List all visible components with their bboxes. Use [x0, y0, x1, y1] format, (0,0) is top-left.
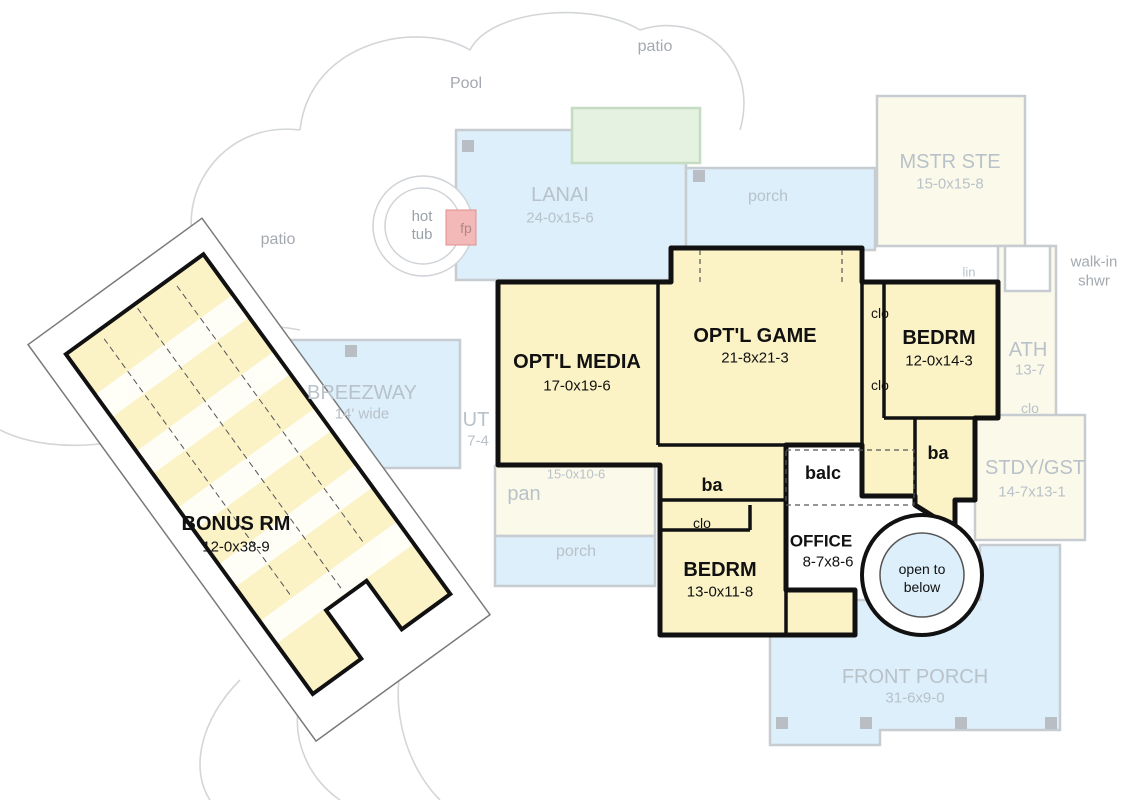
- pool-label: Pool: [449, 75, 483, 92]
- office-title: OFFICE: [789, 531, 853, 551]
- walkin-shower-area: [1003, 244, 1052, 293]
- bedroom-2-dim: 13-0x11-8: [686, 583, 754, 601]
- bonus-stripes: [96, 295, 413, 643]
- bedroom-2-title: BEDRM: [683, 559, 757, 581]
- patio-left-label: patio: [260, 231, 296, 248]
- porch-upper-label: porch: [747, 188, 789, 205]
- lanai-dim: 24-0x15-6: [526, 209, 594, 227]
- bonus-room-title: BONUS RM: [181, 513, 291, 535]
- upper-interior-walls: [656, 282, 998, 635]
- porch-lower-label: porch: [555, 543, 597, 560]
- main-upper-block: [495, 245, 1001, 638]
- bedroom-1-title: BEDRM: [902, 327, 976, 349]
- walkin-shower-label: walk-in shwr: [1070, 253, 1118, 289]
- fireplace-label: fp: [460, 220, 472, 236]
- front-porch-dim: 31-6x9-0: [885, 689, 945, 707]
- media-room-title: OPT'L MEDIA: [513, 351, 641, 373]
- master-suite-title: MSTR STE: [899, 151, 1001, 173]
- hot-tub-label: hot tub: [411, 208, 433, 243]
- fireplace-block: [445, 209, 477, 246]
- lower-floor: [213, 94, 1087, 747]
- spiral-stair: [860, 513, 984, 637]
- bath-left-label: ba: [701, 475, 723, 495]
- utility-partial-dim: 7-4: [467, 432, 489, 450]
- bath-partial-title: ATH: [1008, 339, 1048, 361]
- pantry-partial-title: pan: [507, 483, 541, 505]
- upper-floor: [495, 245, 1001, 638]
- media-room-dim: 17-0x19-6: [543, 377, 611, 395]
- closet-lower-label: clo: [871, 377, 889, 393]
- porch-upper-area: [684, 166, 877, 252]
- bonus-ridge: [103, 285, 366, 598]
- lanai-title: LANAI: [531, 184, 589, 206]
- game-room-dim: 21-8x21-3: [721, 349, 789, 367]
- study-area: [973, 413, 1087, 542]
- study-closet-label: clo: [1021, 400, 1039, 416]
- office-dim: 8-7x8-6: [802, 553, 854, 571]
- breezeway-title: BREEZWAY: [306, 382, 418, 404]
- study-title: STDY/GST: [984, 457, 1086, 479]
- closet-upper-label: clo: [871, 305, 889, 321]
- bonus-wing: [26, 217, 492, 743]
- game-room-title: OPT'L GAME: [693, 325, 817, 347]
- breezeway-dim: 14' wide: [334, 405, 390, 423]
- master-suite-area: [875, 94, 1027, 248]
- bedroom-2-closet-label: clo: [693, 515, 711, 531]
- bath-right-label: ba: [927, 443, 949, 463]
- bedroom-1-dim: 12-0x14-3: [905, 352, 973, 370]
- bath-partial-dim: 13-7: [1014, 361, 1046, 379]
- balcony-label: balc: [804, 463, 842, 483]
- pantry-partial-dim: 15-0x10-6: [546, 466, 606, 482]
- study-dim: 14-7x13-1: [998, 483, 1066, 501]
- master-suite-dim: 15-0x15-8: [916, 175, 984, 193]
- linen-label: lin: [962, 264, 976, 280]
- patio-top-label: patio: [637, 38, 673, 55]
- bonus-room-dim: 12-0x38-9: [202, 538, 270, 556]
- utility-partial-title: UT: [462, 409, 490, 431]
- front-porch-title: FRONT PORCH: [841, 666, 989, 688]
- porch-lower-area: [493, 534, 657, 588]
- balcony-dashed: [699, 250, 915, 506]
- pool-steps: [570, 106, 702, 165]
- open-to-below-label: open to below: [898, 560, 946, 595]
